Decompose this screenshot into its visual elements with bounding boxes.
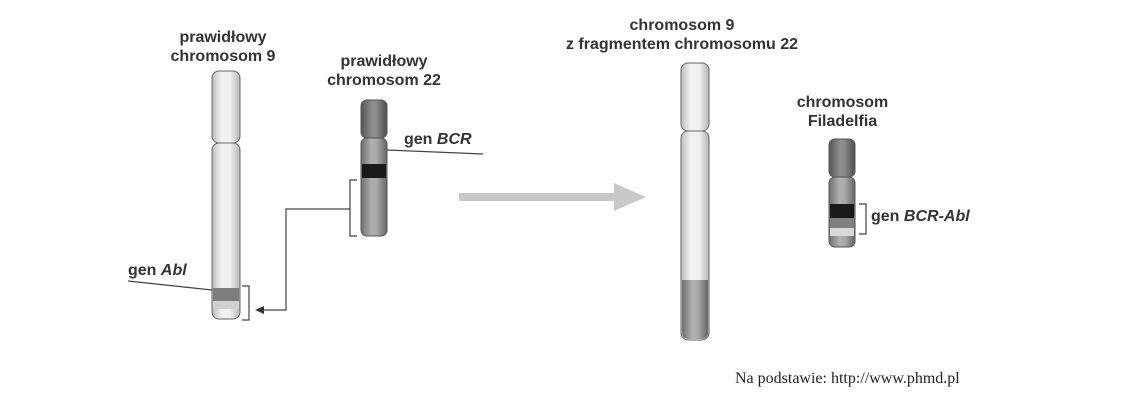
- bcr-gene-band: [362, 164, 386, 178]
- chr9f-p-arm: [680, 62, 710, 132]
- chr9-normal-label-line1: prawidłowy: [179, 29, 267, 46]
- gene-abl-name: Abl: [160, 262, 187, 279]
- abl-bracket: [242, 285, 250, 321]
- chromosome-9-normal: [211, 70, 241, 320]
- translocation-connector: [262, 208, 350, 311]
- bcr-abl-bracket: [859, 203, 867, 235]
- philadelphia-label: chromosom Filadelfia: [775, 93, 910, 131]
- bcr-abl-gene-band: [830, 204, 854, 218]
- transformation-arrow: [459, 183, 646, 211]
- ph-tip-band: [830, 228, 854, 236]
- source-caption: Na podstawie: http://www.phmd.pl: [735, 370, 960, 387]
- gene-bcr-name: BCR: [436, 131, 472, 148]
- gene-bcr-label: gen BCR: [404, 130, 472, 149]
- chr22-normal-label: prawidłowy chromosom 22: [304, 52, 464, 90]
- gene-bcr-abl-prefix: gen: [871, 208, 900, 225]
- chr9-tip-band: [213, 301, 239, 309]
- bcr-bracket: [349, 179, 357, 237]
- gene-abl-label: gen Abl: [128, 261, 187, 280]
- ph-abl-band: [830, 218, 854, 228]
- chr9-normal-label: prawidłowy chromosom 9: [153, 28, 293, 66]
- chr9-fused-label: chromosom 9 z fragmentem chromosomu 22: [537, 16, 827, 54]
- chr22-q-arm: [360, 137, 388, 237]
- gene-bcr-abl-label: gen BCR-Abl: [871, 207, 970, 226]
- ph-p-arm: [828, 138, 856, 178]
- chr9-p-arm: [211, 70, 241, 144]
- connector-arrowhead: [255, 306, 264, 314]
- chromosome-9-fused: [680, 62, 710, 341]
- gene-bcr-prefix: gen: [404, 131, 433, 148]
- chr9-q-arm: [211, 142, 241, 320]
- chr22-normal-label-line1: prawidłowy: [340, 53, 428, 70]
- philadelphia-label-line2: Filadelfia: [807, 113, 878, 130]
- chromosome-22-normal: [360, 99, 388, 237]
- philadelphia-label-line1: chromosom: [796, 94, 889, 111]
- abl-leader-line: [127, 280, 213, 291]
- chr22-normal-label-line2: chromosom 22: [327, 72, 441, 89]
- chr9-normal-label-line2: chromosom 9: [170, 48, 276, 65]
- gene-bcr-abl-name: BCR-Abl: [903, 208, 970, 225]
- chr22-fragment: [682, 280, 708, 339]
- chr9-fused-label-line2: z fragmentem chromosomu 22: [565, 36, 799, 53]
- chr9-fused-label-line1: chromosom 9: [629, 17, 735, 34]
- philadelphia-chromosome: [828, 138, 856, 248]
- chr22-p-arm: [360, 99, 388, 139]
- bcr-leader-line: [386, 149, 484, 155]
- abl-gene-band: [213, 288, 239, 301]
- gene-abl-prefix: gen: [128, 262, 157, 279]
